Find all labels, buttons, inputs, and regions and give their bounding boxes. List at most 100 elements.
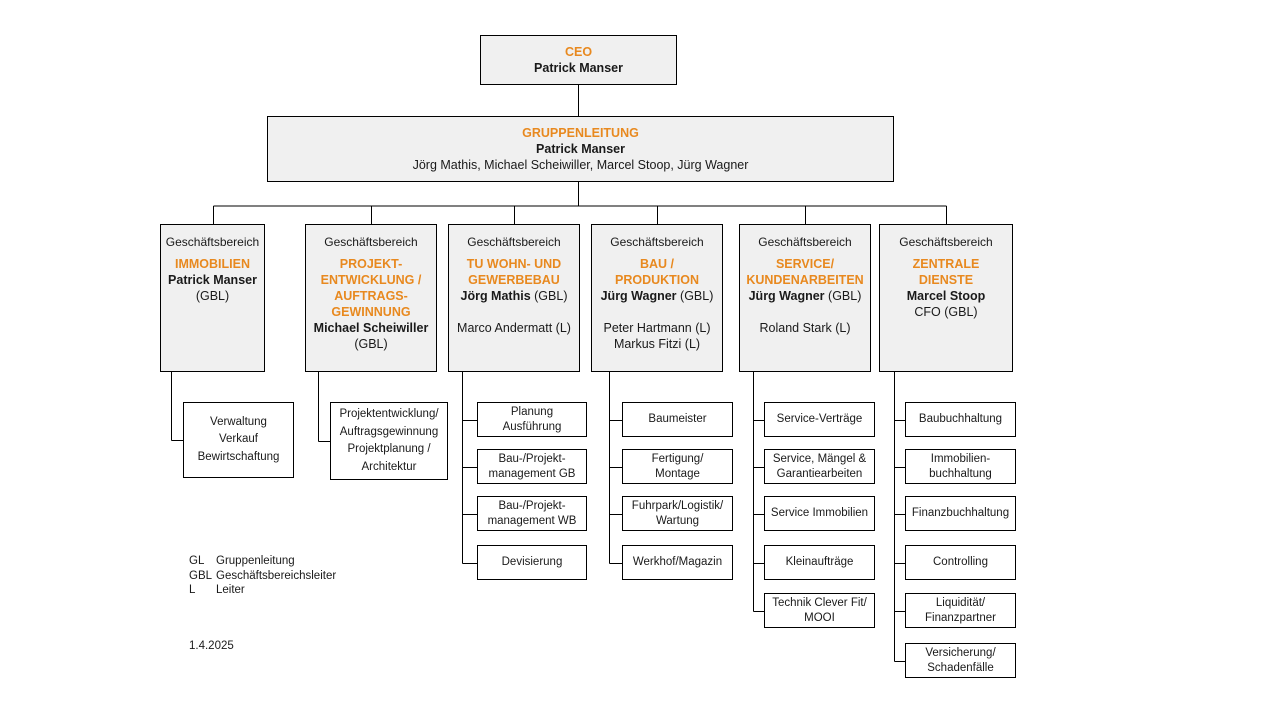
- unit-label: Devisierung: [501, 556, 563, 568]
- group-lead: Patrick Manser: [536, 142, 625, 156]
- unit-label: Baubuchhaltung: [918, 413, 1003, 425]
- area-name: DIENSTE: [918, 273, 974, 287]
- unit-box: Werkhof/Magazin: [622, 545, 733, 580]
- area-label: Geschäftsbereich: [899, 235, 993, 249]
- unit-box: Service, Mängel & Garantiearbeiten: [764, 449, 875, 484]
- legend-text: Leiter: [216, 584, 245, 596]
- unit-label: Bau-/Projekt-: [498, 499, 566, 512]
- unit-label: management WB: [487, 514, 577, 527]
- area-label: Geschäftsbereich: [165, 235, 260, 249]
- unit-label: Schadenfälle: [927, 661, 994, 674]
- legend-text: Geschäftsbereichsleiter: [216, 569, 337, 582]
- area-name: ZENTRALE: [912, 257, 980, 271]
- area-name: ENTWICKLUNG /: [320, 273, 422, 287]
- unit-label: Fuhrpark/Logistik/: [631, 499, 724, 512]
- area-head-name: Jürg Wagner: [600, 289, 677, 303]
- unit-box: Service Immobilien: [764, 496, 875, 531]
- area-head: Jörg Mathis (GBL): [461, 288, 568, 304]
- area-head-role: CFO (GBL): [914, 305, 978, 319]
- area-label: Geschäftsbereich: [758, 235, 852, 249]
- group-title: GRUPPENLEITUNG: [522, 126, 639, 140]
- unit-box: Controlling: [905, 545, 1016, 580]
- unit-label: Service, Mängel &: [772, 452, 867, 465]
- unit-label: Immobilien-: [930, 452, 991, 465]
- area-name: AUFTRAGS-: [334, 289, 408, 303]
- area-head-name: Jürg Wagner: [748, 289, 825, 303]
- area-head-name: Jörg Mathis: [460, 289, 531, 303]
- legend-abbr: GBL: [189, 569, 213, 582]
- unit-label: Verkauf: [219, 433, 258, 446]
- unit-label: Wartung: [655, 514, 700, 527]
- area-name: PRODUKTION: [614, 273, 700, 287]
- legend-text: Gruppenleitung: [216, 555, 295, 567]
- unit-label: Kleinaufträge: [785, 556, 854, 568]
- unit-label: Projektentwicklung/: [339, 408, 439, 420]
- unit-box: Fertigung/Montage: [622, 449, 733, 484]
- group-members: Jörg Mathis, Michael Scheiwiller, Marcel…: [412, 158, 749, 172]
- unit-label: Liquidität/: [935, 596, 986, 609]
- area-lead: Peter Hartmann (L): [603, 321, 711, 335]
- group-management-box: GRUPPENLEITUNG Patrick Manser Jörg Mathi…: [267, 116, 894, 182]
- unit-box: Devisierung: [477, 545, 587, 580]
- unit-label: Fertigung/: [651, 452, 704, 465]
- unit-box: Baumeister: [622, 402, 733, 437]
- area-head-name: Patrick Manser: [168, 273, 257, 287]
- area-head-name: Michael Scheiwiller: [313, 321, 429, 335]
- area-lead: Roland Stark (L): [759, 321, 851, 335]
- unit-label: Controlling: [933, 556, 988, 568]
- unit-label: Projektplanung /: [347, 443, 431, 455]
- unit-label: Versicherung/: [925, 646, 996, 659]
- area-head: Jürg Wagner (GBL): [601, 288, 714, 304]
- unit-box: Technik Clever Fit/MOOI: [764, 593, 875, 628]
- unit-label: Werkhof/Magazin: [632, 556, 723, 568]
- unit-box: Liquidität/Finanzpartner: [905, 593, 1016, 628]
- unit-box: Versicherung/Schadenfälle: [905, 643, 1016, 678]
- legend-abbr: L: [189, 584, 196, 596]
- area-head-role: (GBL): [195, 289, 230, 303]
- area-name: BAU /: [639, 257, 675, 271]
- unit-label: Auftragsgewinnung: [339, 425, 439, 438]
- area-name: TU WOHN- UND: [466, 257, 562, 271]
- unit-label: Technik Clever Fit/: [772, 596, 867, 609]
- unit-label: Service-Verträge: [776, 413, 863, 425]
- date-label: 1.4.2025: [189, 640, 234, 652]
- area-head-role: (GBL): [354, 337, 388, 351]
- area-head-role: (GBL): [828, 289, 862, 303]
- unit-box: Bau-/Projekt-management WB: [477, 496, 587, 531]
- unit-box: Finanzbuchhaltung: [905, 496, 1016, 531]
- unit-label: Finanzbuchhaltung: [911, 507, 1010, 519]
- legend-abbr: GL: [189, 555, 205, 567]
- unit-box: Fuhrpark/Logistik/Wartung: [622, 496, 733, 531]
- area-label: Geschäftsbereich: [324, 235, 418, 249]
- unit-label: buchhaltung: [929, 467, 992, 480]
- area-head-name: Marcel Stoop: [906, 289, 986, 303]
- unit-label: Baumeister: [648, 413, 707, 425]
- ceo-title: CEO: [564, 45, 593, 59]
- unit-label: management GB: [488, 467, 576, 480]
- unit-label: Architektur: [361, 460, 417, 473]
- area-head: Michael Scheiwiller: [314, 320, 429, 336]
- area-name: SERVICE/: [775, 257, 835, 271]
- unit-label: Bewirtschaftung: [197, 450, 280, 463]
- unit-label: Bau-/Projekt-: [498, 452, 566, 465]
- area-name: GEWINNUNG: [331, 305, 411, 319]
- area-name: KUNDENARBEITEN: [746, 273, 864, 287]
- unit-label: Garantiearbeiten: [776, 467, 863, 480]
- unit-label: MOOI: [804, 611, 835, 624]
- area-name: GEWERBEBAU: [468, 273, 560, 287]
- area-label: Geschäftsbereich: [610, 235, 704, 249]
- area-head: Marcel Stoop: [907, 288, 986, 304]
- unit-box: Immobilien-buchhaltung: [905, 449, 1016, 484]
- area-label: Geschäftsbereich: [467, 235, 561, 249]
- ceo-name: Patrick Manser: [534, 61, 623, 75]
- area-lead: Marco Andermatt (L): [457, 321, 571, 335]
